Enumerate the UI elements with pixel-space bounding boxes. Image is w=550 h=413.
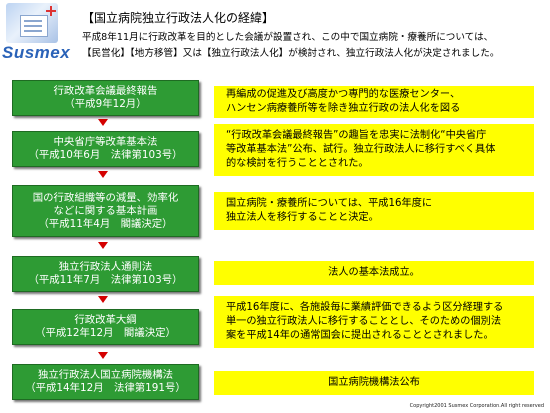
page-title: 【国立病院独立行政法人化の経緯】 [82, 11, 275, 25]
step-box-hospital-org-law: 独立行政法人国立病院機構法 （平成14年12月 法律第191号） [12, 364, 199, 400]
step-box-basic-law: 中央省庁等改革基本法 （平成10年6月 法律第103号） [12, 131, 199, 167]
note-box-general-law: 法人の基本法成立。 [214, 261, 534, 285]
note-box-hospital-org-law: 国立病院機構法公布 [214, 371, 534, 395]
red-cross-icon [46, 6, 56, 16]
step-box-reform-outline: 行政改革大綱 （平成12年12月 閣議決定） [12, 309, 199, 345]
step-box-title: 独立行政法人国立病院機構法 [37, 369, 174, 381]
note-line: ハンセン病療養所等を除き独立行政の法人化を図る [226, 103, 461, 114]
note-line: 法人の基本法成立。 [328, 267, 420, 278]
step-box-date: （平成11年4月 閣議決定） [38, 217, 173, 230]
note-line: 国立病院・療養所については、平成16年度に [226, 198, 433, 209]
note-line: “行政改革会議最終報告”の趣旨を忠実に法制化“中央省庁 [226, 130, 487, 141]
down-arrow-icon [98, 352, 108, 359]
note-line: 国立病院機構法公布 [328, 377, 420, 388]
intro-line: 【民営化】【地方移管】又は【独立行政法人化】が検討され、独立行政法人化が決定され… [82, 48, 500, 59]
note-box-basic-law: “行政改革会議最終報告”の趣旨を忠実に法制化“中央省庁 等改革基本法”公布、試行… [214, 124, 534, 176]
note-box-basic-plan: 国立病院・療養所については、平成16年度に 独立法人を移行することと決定。 [214, 192, 534, 230]
step-box-title: 中央省庁等改革基本法 [53, 136, 158, 148]
step-box-date: （平成14年12月 法律第191号） [25, 382, 186, 394]
building-shape [20, 15, 48, 37]
step-box-title: 独立行政法人通則法 [58, 261, 153, 273]
hospital-building-icon [6, 3, 58, 43]
step-box-date: （平成10年6月 法律第103号） [28, 149, 183, 161]
note-line: 案を平成14年の通常国会に提出されることとされました。 [226, 330, 494, 341]
step-box-title: 行政改革大綱 [74, 314, 137, 326]
susmex-logo: Susmex [2, 3, 70, 63]
down-arrow-icon [98, 242, 108, 249]
note-line: 的な検討を行うこととされた。 [226, 158, 369, 169]
note-line: 単一の独立行政法人に移行することとし、そのための個別法 [226, 316, 502, 327]
step-box-basic-plan: 国の行政組織等の減量、効率化 などに関する基本計画 （平成11年4月 閣議決定） [12, 185, 199, 237]
note-line: 等改革基本法”公布、試行。独立行政法人に移行すべく具体 [226, 144, 496, 155]
note-line: 再編成の促進及び高度かつ専門的な医療センター、 [226, 89, 461, 100]
step-box-title: 行政改革会議最終報告 [53, 85, 158, 97]
down-arrow-icon [98, 119, 108, 126]
step-box-final-report: 行政改革会議最終報告 （平成9年12月） [12, 80, 199, 116]
copyright-text: Copyright2001 Susmex Corporation.All rig… [409, 403, 544, 409]
note-box-reform-outline: 平成16年度に、各施設毎に業績評価できるよう区分経理する 単一の独立行政法人に移… [214, 296, 534, 348]
intro-line: 平成8年11月に行政改革を目的とした会議が設置され、この中で国立病院・療養所につ… [82, 32, 494, 43]
step-box-date: （平成12年12月 閣議決定） [35, 327, 176, 339]
note-box-final-report: 再編成の促進及び高度かつ専門的な医療センター、 ハンセン病療養所等を除き独立行政… [214, 86, 534, 118]
step-box-date: （平成9年12月） [64, 98, 147, 110]
step-box-date: （平成11年7月 法律第103号） [28, 274, 183, 286]
step-box-general-law: 独立行政法人通則法 （平成11年7月 法律第103号） [12, 256, 199, 292]
note-line: 平成16年度に、各施設毎に業績評価できるよう区分経理する [226, 302, 504, 313]
down-arrow-icon [98, 171, 108, 178]
logo-text: Susmex [2, 43, 71, 62]
step-box-subtitle: などに関する基本計画 [53, 204, 158, 217]
step-box-title: 国の行政組織等の減量、効率化 [32, 191, 179, 204]
note-line: 独立法人を移行することと決定。 [226, 212, 379, 223]
intro-text: 平成8年11月に行政改革を目的とした会議が設置され、この中で国立病院・療養所につ… [82, 30, 542, 62]
down-arrow-icon [98, 296, 108, 303]
